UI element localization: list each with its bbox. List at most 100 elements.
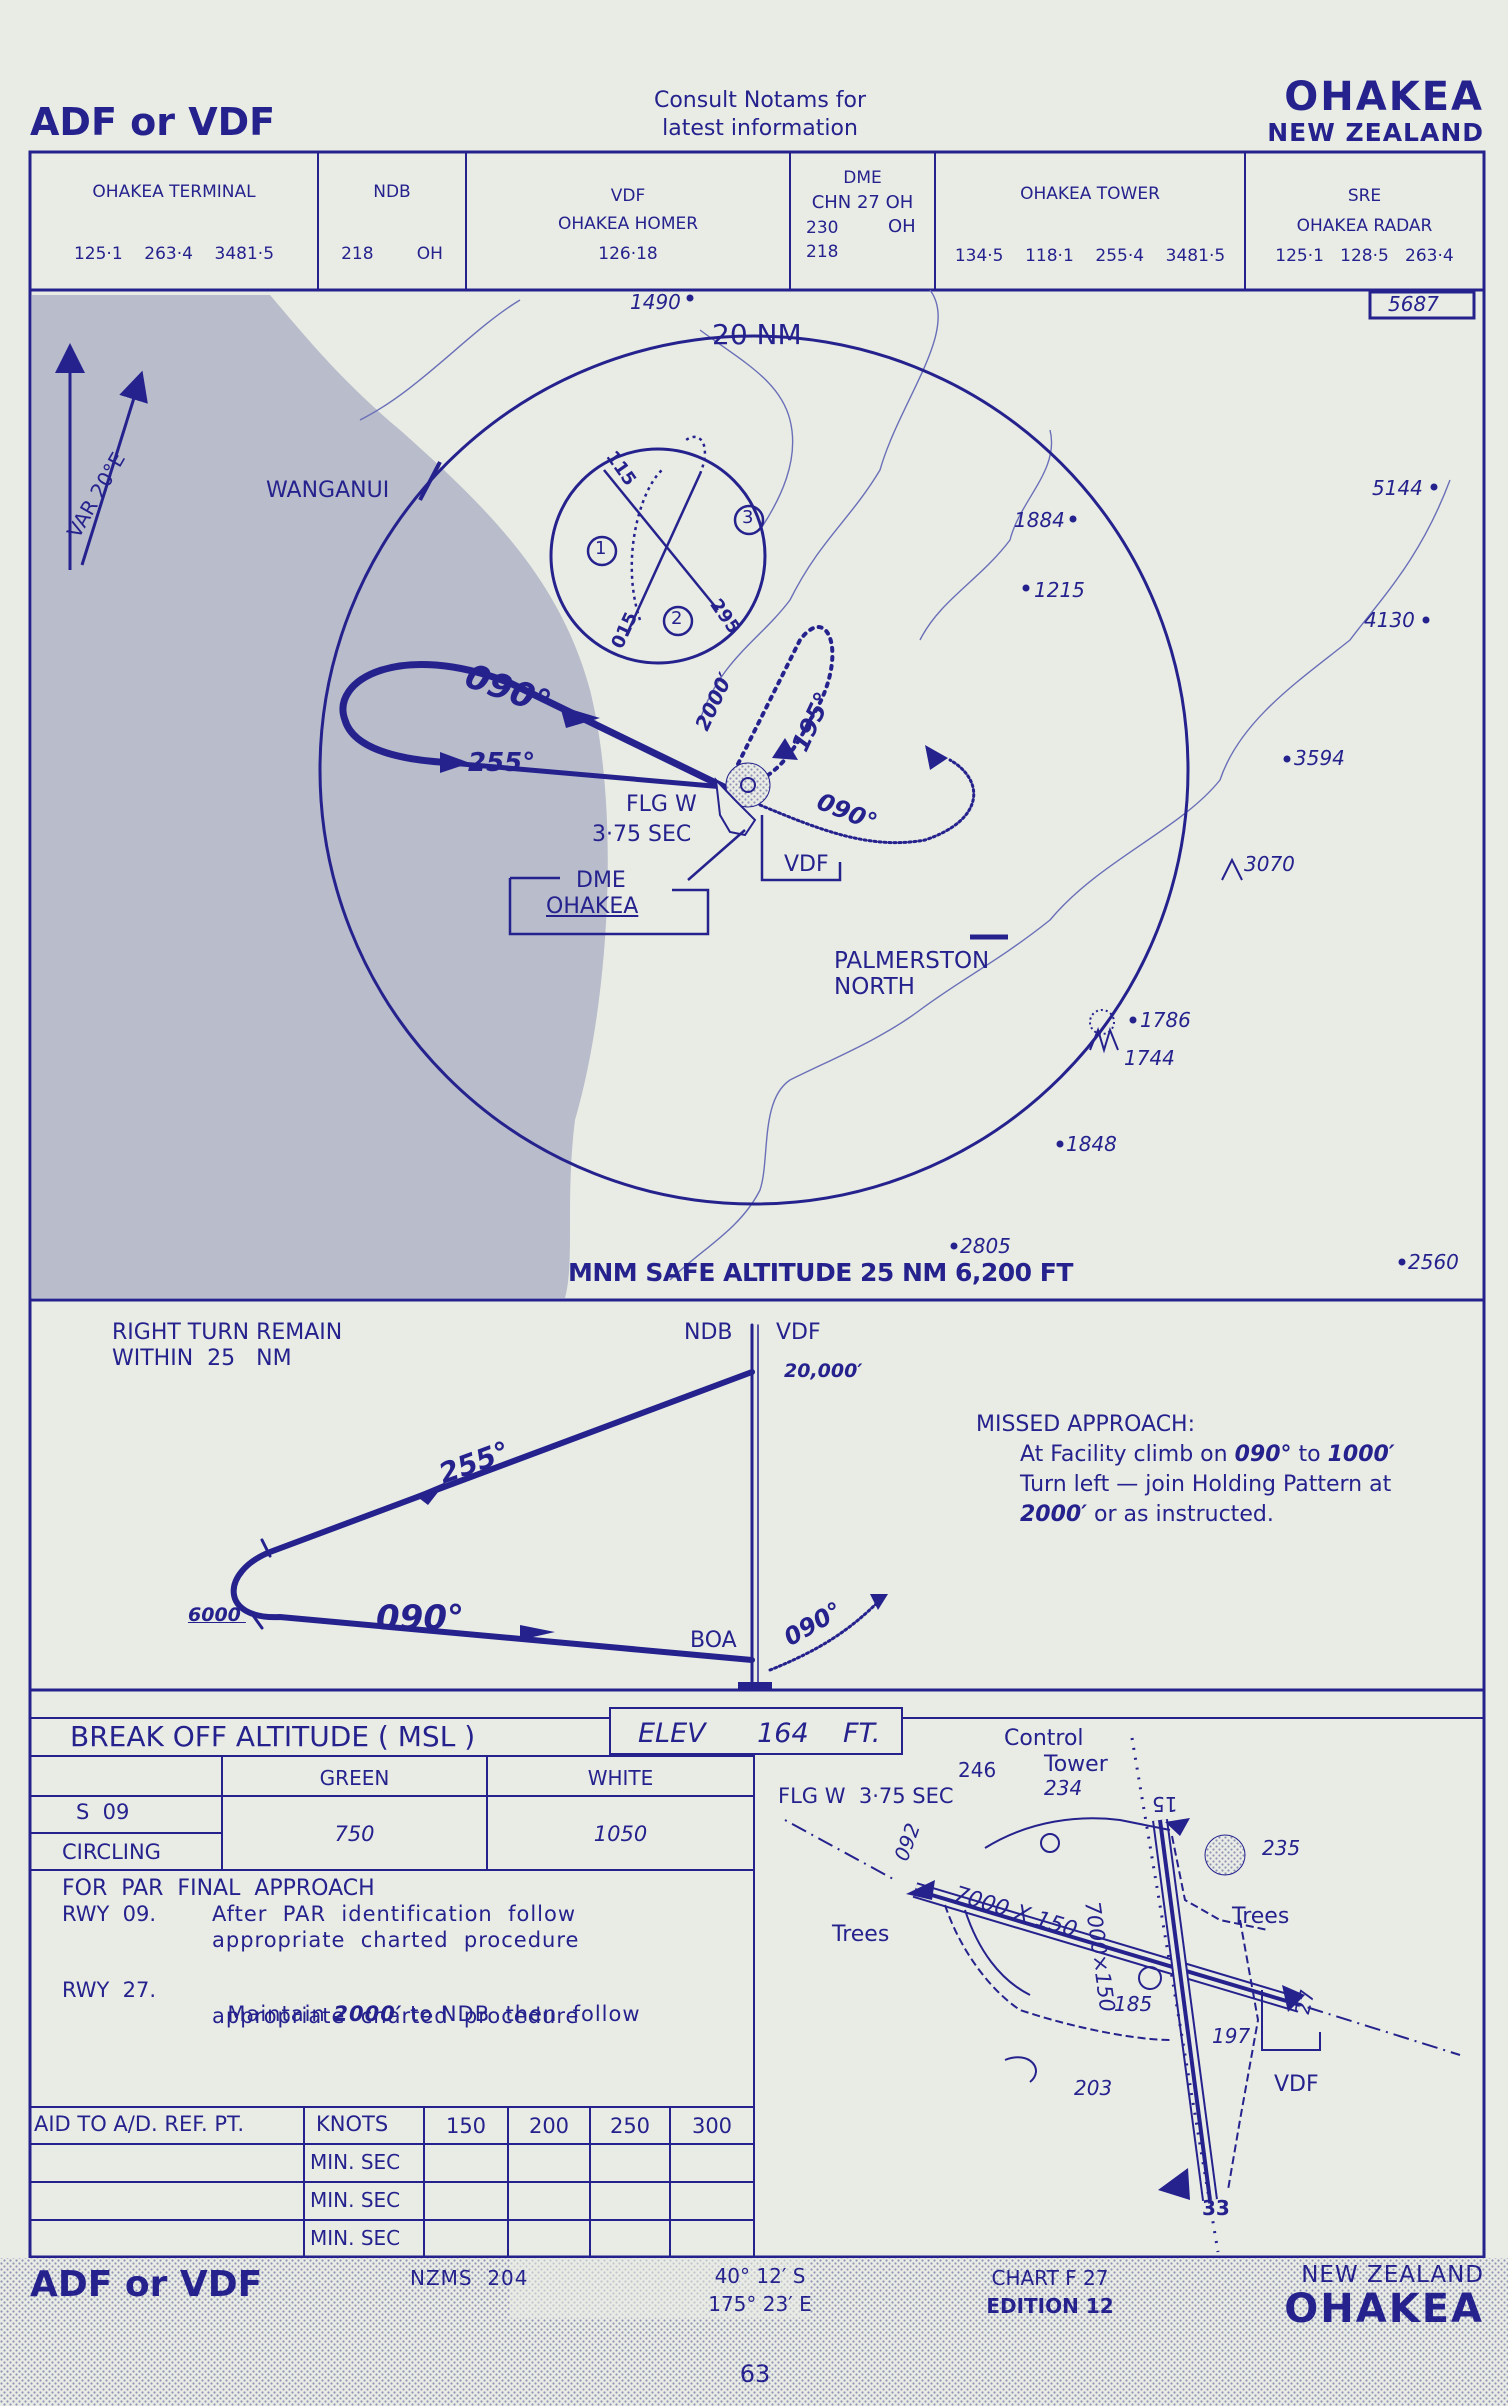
footer-latitude: 40° 12′ S [714, 2264, 806, 2288]
timing-header-300: 300 [691, 2114, 733, 2138]
freq-terminal-values: 125·1 263·4 3481·5 [73, 244, 275, 264]
tower-height: 234 [1044, 1776, 1083, 1800]
footer-procedure: ADF or VDF [30, 2264, 263, 2305]
missed-approach-line1: At Facility climb on 090° to 1000′ [1020, 1442, 1395, 1467]
footer-edition: EDITION 12 [986, 2294, 1114, 2318]
notam-line-1: Consult Notams for [653, 88, 867, 113]
col-white: WHITE [587, 1766, 654, 1790]
minima-row-s09: S 09 [76, 1800, 130, 1824]
aerodrome-flg: FLG W 3·75 SEC [778, 1784, 954, 1808]
profile-vdf: VDF [776, 1320, 821, 1345]
footer-airport: OHAKEA [1284, 2286, 1484, 2332]
aerodrome-elevation-point: 197 [1212, 2024, 1251, 2048]
spot-height: 2560 [1408, 1250, 1459, 1274]
remain-within-1: RIGHT TURN REMAIN [112, 1320, 343, 1345]
dme-name-label: OHAKEA [546, 894, 639, 919]
aerodrome-vdf: VDF [1274, 2072, 1319, 2097]
aerodrome-linework [784, 1737, 1461, 2253]
inset-label-3: 3 [742, 507, 754, 528]
par-rwy27-line2: appropriate charted procedure [212, 2004, 580, 2028]
missed-line1-a: At Facility climb on [1020, 1442, 1235, 1467]
spot-height: 3070 [1244, 852, 1295, 876]
missed-line1-d: 1000′ [1327, 1442, 1395, 1467]
missed-approach-line3: 2000′ or as instructed. [1020, 1502, 1274, 1527]
spot-height: 3594 [1294, 746, 1345, 770]
max-elevation: 5687 [1388, 292, 1439, 316]
place-palmerston: PALMERSTON [834, 948, 990, 974]
white-minimum: 1050 [593, 1822, 648, 1846]
freq-dme-channel: CHN 27 OH [811, 192, 914, 213]
remain-within-2: WITHIN 25 NM [112, 1346, 292, 1371]
col-green: GREEN [319, 1766, 390, 1790]
par-rwy09-line1: After PAR identification follow [212, 1902, 577, 1926]
footer-map-series: NZMS 204 [410, 2266, 529, 2290]
timing-header-250: 250 [609, 2114, 651, 2138]
runway-15: 15 [1152, 1792, 1178, 1816]
trees-label: Trees [1232, 1904, 1290, 1929]
freq-dme-230: 230 [806, 218, 839, 238]
chart-frame [28, 150, 1486, 2259]
spot-height: 4130 [1364, 608, 1415, 632]
footer-longitude: 175° 23′ E [708, 2292, 812, 2316]
freq-sre-name: SRE [1347, 186, 1382, 206]
footer-chart-number: CHART F 27 [991, 2266, 1109, 2290]
missed-line3-b: or as instructed. [1087, 1502, 1274, 1527]
flg-label: FLG W [626, 792, 697, 817]
control-tower-line2: Tower [1044, 1752, 1108, 1777]
par-rwy27-a: Maintain [227, 2002, 334, 2026]
inset-label-1: 1 [595, 538, 607, 559]
tower-height: 246 [958, 1758, 997, 1782]
timing-header-150: 150 [445, 2114, 487, 2138]
freq-ndb-name: NDB [373, 182, 411, 202]
timing-row-label: MIN. SEC [310, 2150, 401, 2174]
par-rwy27-line1: Maintain 2000′ to NDB then follow [212, 1978, 641, 2026]
par-rwy09-line2: appropriate charted procedure [212, 1928, 580, 1952]
timing-header-knots: KNOTS [316, 2112, 389, 2136]
freq-tower-values: 134·5 118·1 255·4 3481·5 [954, 246, 1226, 266]
missed-line1-b: 090° [1234, 1442, 1292, 1467]
par-rwy09-label: RWY 09. [62, 1902, 157, 1926]
range-circle-20nm [318, 334, 1190, 1206]
missed-line1-c: to [1291, 1442, 1328, 1467]
trees-label: Trees [832, 1922, 890, 1947]
profile-ndb: NDB [684, 1320, 733, 1345]
footer-country: NEW ZEALAND [1301, 2262, 1484, 2288]
notam-line-2: latest information [662, 116, 858, 141]
minima-row-circling: CIRCLING [62, 1840, 161, 1864]
place-wanganui: WANGANUI [266, 478, 390, 503]
par-title: FOR PAR FINAL APPROACH [62, 1876, 375, 1901]
dme-label: DME [576, 868, 626, 893]
flg-sec-label: 3·75 SEC [592, 822, 692, 847]
spot-height: 1786 [1140, 1008, 1191, 1032]
freq-tower-name: OHAKEA TOWER [1020, 184, 1160, 204]
country-name: NEW ZEALAND [1267, 118, 1484, 147]
timing-header-aid: AID TO A/D. REF. PT. [34, 2112, 244, 2136]
timing-row-label: MIN. SEC [310, 2188, 401, 2212]
aerodrome-elevation-point: 235 [1262, 1836, 1301, 1860]
freq-vdf-sub: OHAKEA HOMER [557, 214, 699, 234]
profile-inbound: 090° [376, 1598, 464, 1638]
freq-vdf-name: VDF [610, 186, 646, 206]
hold-entry-inset [549, 447, 767, 665]
timing-row-label: MIN. SEC [310, 2226, 401, 2250]
procedure-title: ADF or VDF [30, 100, 276, 144]
freq-sre-values: 125·1 128·5 263·4 [1275, 246, 1454, 266]
missed-approach-title: MISSED APPROACH: [976, 1412, 1196, 1437]
aerodrome-elevation-point: 203 [1074, 2076, 1113, 2100]
vdf-label: VDF [784, 852, 829, 877]
spot-height: 1884 [1014, 508, 1065, 532]
spot-height: 1490 [630, 290, 681, 314]
par-rwy27-c: to NDB then follow [402, 2002, 641, 2026]
page-number: 63 [739, 2360, 771, 2388]
spot-height: 5144 [1372, 476, 1423, 500]
freq-dme-oh: OH [888, 216, 916, 237]
par-rwy27-b: 2000′ [333, 2002, 403, 2026]
runway-33: 33 [1202, 2196, 1230, 2220]
inset-label-2: 2 [671, 608, 683, 629]
timing-header-200: 200 [528, 2114, 570, 2138]
spot-height: 1848 [1066, 1132, 1117, 1156]
minima-title: BREAK OFF ALTITUDE ( MSL ) [70, 1720, 476, 1753]
missed-line3-a: 2000′ [1020, 1502, 1088, 1527]
control-tower-line1: Control [1004, 1726, 1084, 1751]
